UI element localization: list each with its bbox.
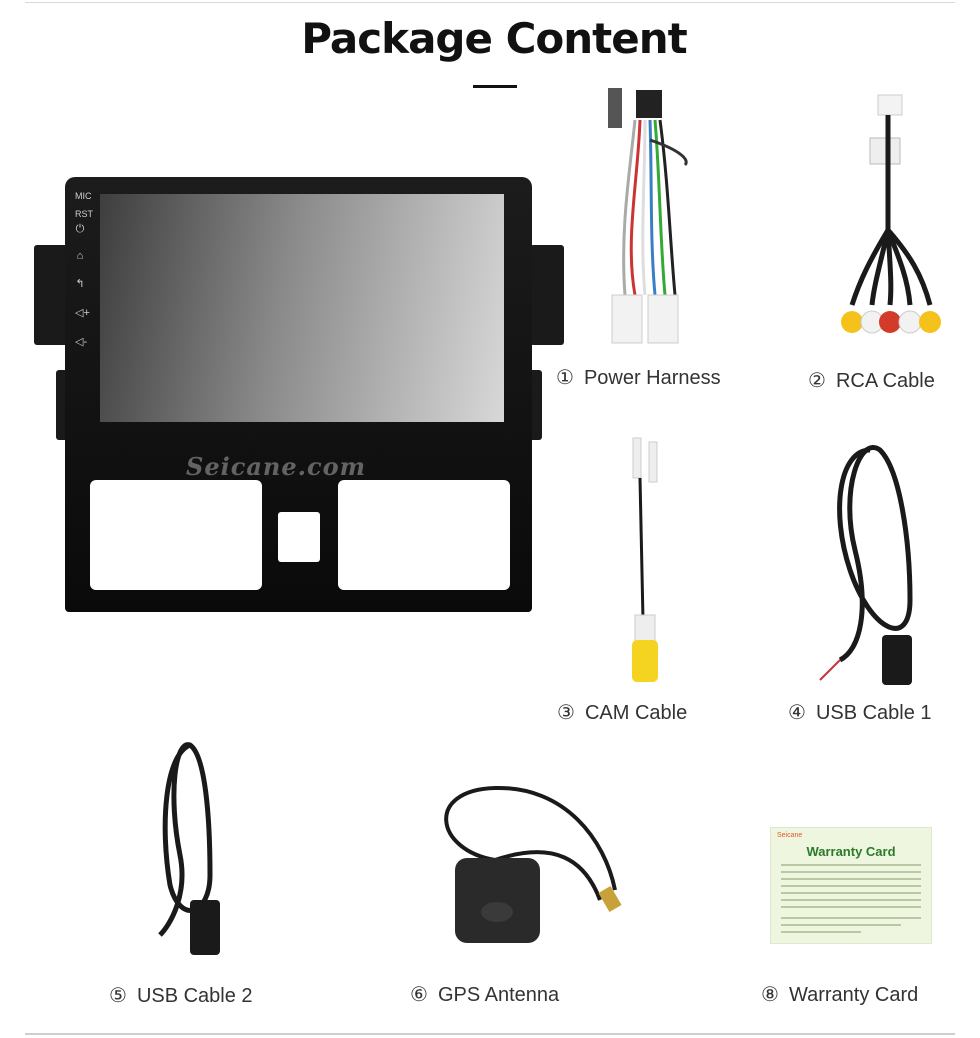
- warranty-card-image: Seicane Warranty Card: [770, 827, 932, 944]
- usb-cable-2-image: [158, 742, 220, 955]
- item-number: ⑧: [761, 984, 779, 1006]
- warranty-text-line: [781, 931, 861, 933]
- warranty-text-line: [781, 906, 921, 908]
- item-label: RCA Cable: [835, 370, 935, 392]
- item-label: Power Harness: [583, 367, 721, 389]
- rst-label: RST: [75, 209, 93, 219]
- warranty-text-line: [781, 924, 901, 926]
- item-label: CAM Cable: [584, 702, 688, 724]
- warranty-text-line: [781, 864, 921, 866]
- caption-gps-antenna: ⑥ GPS Antenna: [410, 982, 559, 1007]
- title-underline: [473, 85, 517, 88]
- top-divider: [25, 2, 955, 3]
- item-number: ④: [788, 702, 806, 724]
- right-vent-opening: [338, 480, 510, 590]
- volume-down-icon: ◁-: [75, 336, 88, 348]
- caption-cam-cable: ③ CAM Cable: [557, 700, 687, 725]
- right-bracket-upper: [530, 245, 564, 345]
- warranty-text-line: [781, 878, 921, 880]
- warranty-text-line: [781, 899, 921, 901]
- caption-rca-cable: ② RCA Cable: [808, 368, 935, 393]
- item-label: USB Cable 2: [136, 985, 253, 1007]
- left-bracket-upper: [34, 245, 68, 345]
- item-number: ②: [808, 370, 826, 392]
- item-number: ③: [557, 702, 575, 724]
- item-number: ⑥: [410, 984, 428, 1006]
- power-icon: ⏻: [75, 223, 85, 235]
- warranty-brand: Seicane: [777, 832, 803, 839]
- head-unit-screen: [100, 194, 504, 422]
- item-number: ①: [556, 367, 574, 389]
- caption-power-harness: ① Power Harness: [556, 365, 721, 390]
- center-slot: [278, 512, 320, 562]
- back-icon: ↰: [75, 278, 85, 290]
- watermark: Seicane.com: [186, 452, 366, 481]
- item-label: Warranty Card: [788, 984, 919, 1006]
- caption-warranty-card: ⑧ Warranty Card: [761, 982, 918, 1007]
- item-label: USB Cable 1: [815, 702, 932, 724]
- volume-up-icon: ◁+: [75, 307, 90, 319]
- power-harness-image: [608, 88, 688, 344]
- caption-usb-cable-1: ④ USB Cable 1: [788, 700, 932, 725]
- bottom-divider: [25, 1033, 955, 1035]
- gps-antenna-image: [444, 785, 622, 943]
- usb-cable-1-image: [819, 445, 913, 685]
- warranty-text-line: [781, 871, 921, 873]
- rca-cable-image: [841, 94, 941, 334]
- left-vent-opening: [90, 480, 262, 590]
- warranty-text-line: [781, 892, 921, 894]
- item-number: ⑤: [109, 985, 127, 1007]
- item-label: GPS Antenna: [437, 984, 560, 1006]
- mic-label: MIC: [75, 191, 92, 201]
- warranty-card-heading: Warranty Card: [806, 844, 896, 859]
- warranty-text-line: [781, 917, 921, 919]
- caption-usb-cable-2: ⑤ USB Cable 2: [109, 983, 253, 1008]
- warranty-text-line: [781, 885, 921, 887]
- home-icon: ⌂: [76, 250, 84, 262]
- cam-cable-image: [632, 437, 658, 682]
- page-title: Package Content: [301, 14, 687, 63]
